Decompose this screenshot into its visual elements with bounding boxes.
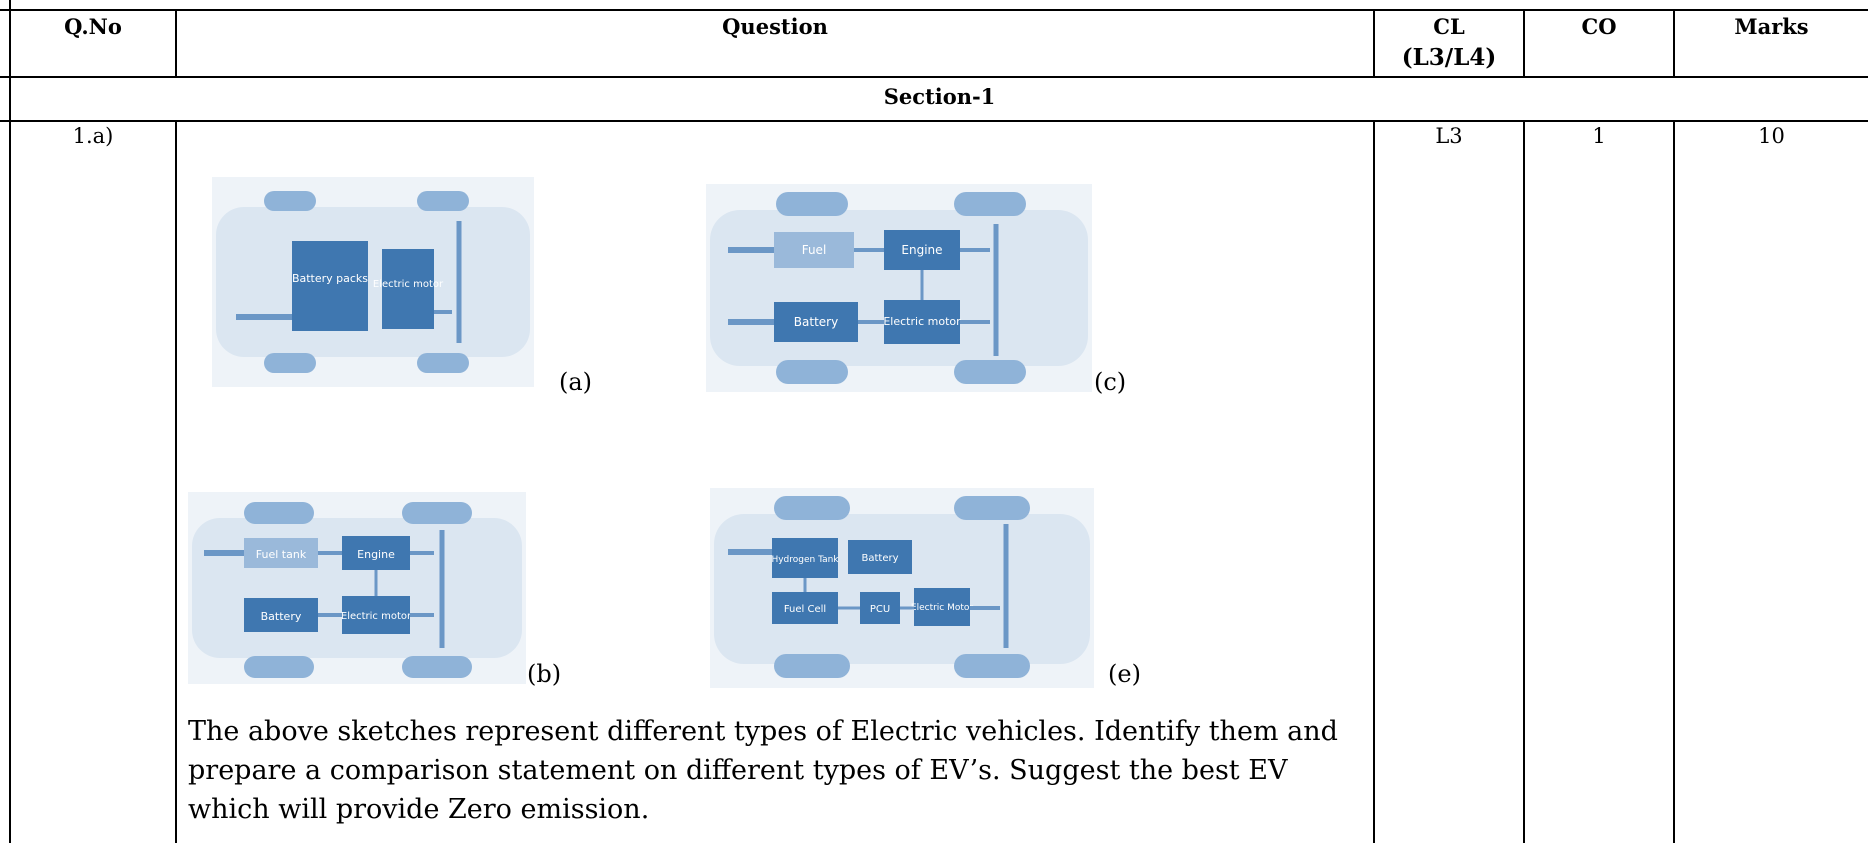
row-co: 1: [1592, 124, 1606, 148]
svg-text:Battery packs: Battery packs: [292, 272, 368, 285]
svg-text:PCU: PCU: [870, 604, 890, 615]
svg-text:Electric motor: Electric motor: [341, 611, 412, 622]
wheel-icon: [264, 191, 316, 211]
wheel-icon: [954, 654, 1030, 678]
svg-text:Battery: Battery: [861, 553, 898, 564]
row-marks: 10: [1758, 124, 1785, 148]
section-title: Section-1: [883, 84, 996, 109]
wheel-icon: [774, 654, 850, 678]
sketch-c-diagram: Fuel Engine Battery Electric motor: [706, 184, 1092, 392]
col-divider-1: [175, 9, 177, 77]
svg-text:Battery: Battery: [794, 315, 838, 329]
table-left-border: [9, 0, 11, 843]
wheel-icon: [402, 656, 472, 678]
wheel-icon: [954, 192, 1026, 216]
wheel-icon: [244, 502, 314, 524]
wheel-icon: [954, 360, 1026, 384]
svg-text:Electric motor: Electric motor: [373, 279, 444, 290]
row-cl: L3: [1435, 124, 1463, 148]
header-question: Question: [722, 14, 828, 39]
header-marks: Marks: [1734, 14, 1809, 39]
col-divider-2: [1373, 9, 1375, 77]
section-bottom-border: [0, 120, 1868, 122]
col-divider-4: [1673, 9, 1675, 77]
col-divider-4-lower: [1673, 120, 1675, 843]
wheel-icon: [776, 360, 848, 384]
table-top-border: [0, 9, 1868, 11]
sketch-b-label: (b): [527, 660, 562, 688]
svg-text:Engine: Engine: [901, 243, 942, 257]
header-cl-line2: (L3/L4): [1401, 44, 1497, 71]
wheel-icon: [776, 192, 848, 216]
sketch-b-diagram: Fuel tank Engine Battery Electric motor: [188, 492, 526, 684]
wheel-icon: [954, 496, 1030, 520]
svg-text:Electric motor: Electric motor: [883, 315, 961, 328]
svg-text:Electric Motor: Electric Motor: [911, 603, 974, 613]
header-cl-line1: CL: [1433, 14, 1465, 39]
row-qno: 1.a): [72, 124, 114, 148]
svg-text:Fuel tank: Fuel tank: [256, 548, 307, 561]
header-co: CO: [1581, 14, 1617, 39]
sketch-e-diagram: Hydrogen Tank Battery Fuel Cell PCU Elec…: [710, 488, 1094, 688]
svg-text:Fuel: Fuel: [802, 243, 827, 257]
svg-text:Fuel Cell: Fuel Cell: [784, 604, 826, 615]
svg-text:Battery: Battery: [261, 610, 302, 623]
wheel-icon: [402, 502, 472, 524]
wheel-icon: [774, 496, 850, 520]
sketch-a-label: (a): [559, 368, 593, 396]
sketch-a-diagram: Battery packs Electric motor: [212, 177, 534, 387]
svg-text:Hydrogen Tank: Hydrogen Tank: [771, 555, 839, 565]
col-divider-3: [1523, 9, 1525, 77]
sketch-e-label: (e): [1108, 660, 1141, 688]
svg-text:Engine: Engine: [357, 548, 395, 561]
header-qno: Q.No: [64, 14, 122, 39]
header-bottom-border: [0, 76, 1868, 78]
col-divider-3-lower: [1523, 120, 1525, 843]
question-text: The above sketches represent different t…: [188, 716, 1338, 825]
col-divider-1-lower: [175, 120, 177, 843]
wheel-icon: [244, 656, 314, 678]
sketch-c-label: (c): [1094, 368, 1127, 396]
col-divider-2-lower: [1373, 120, 1375, 843]
wheel-icon: [417, 191, 469, 211]
wheel-icon: [264, 353, 316, 373]
wheel-icon: [417, 353, 469, 373]
